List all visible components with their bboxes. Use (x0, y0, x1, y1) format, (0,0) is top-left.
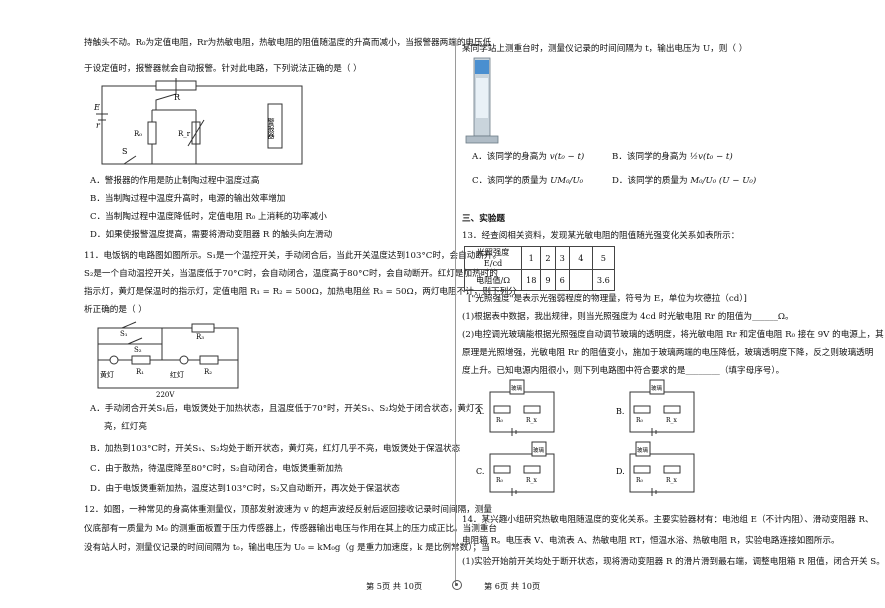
q10-line1: 持触头不动。R₀为定值电阻，Rr为热敏电阻，热敏电阻的阻值随温度的升高而减小，当… (84, 38, 492, 48)
q14-line3: (1)实验开始前开关均处于断开状态，现将滑动变阻器 R 的滑片滑到最右端，调整电… (462, 557, 885, 567)
q10-option-c: C．当制陶过程中温度降低时，定值电阻 R₀ 上消耗的功率减小 (90, 212, 327, 222)
table-row: 电阻值/Ω 18 9 6 3.6 (464, 269, 615, 292)
q10-option-d: D．如果使报警温度提高，需要将滑动变阻器 R 的触头向左滑动 (90, 230, 333, 240)
q13-part2-line2: 原理是光照增强，光敏电阻 Rr 的阻值变小，施加于玻璃两端的电压降低，玻璃透明度… (462, 348, 874, 358)
q10-label-R: R (174, 93, 181, 102)
q12-line2: 仪底部有一质量为 M₀ 的测重面板置于压力传感器上，传感器输出电压与作用在其上的… (84, 524, 498, 534)
q11-label-R2: R₂ (204, 368, 212, 376)
circuit-b-r0: R₀ (636, 417, 644, 424)
table-header-cell: 电阻值/Ω (464, 269, 522, 292)
q12-option-c: C．该同学的质量为 UM₀/U₀ (472, 176, 584, 186)
circuit-b-glass: 玻璃 (651, 384, 663, 392)
q11-option-d: D．由于电饭煲重新加热，温度达到103°C时，S₂又自动断开，再次处于保温状态 (90, 484, 400, 494)
q14-line1: 14．某兴趣小组研究热敏电阻随温度的变化关系。主要实验器材有：电池组 E（不计内… (462, 515, 874, 525)
circuit-b-rx: R_x (666, 417, 678, 424)
table-cell: 5 (591, 245, 615, 271)
section-3-heading: 三、实验题 (462, 214, 505, 224)
q11-label-S1: S₁ (120, 330, 128, 338)
q11-label-S2: S₂ (134, 346, 142, 354)
table-cell (568, 269, 593, 292)
q10-option-a: A．警报器的作用是防止制陶过程中温度过高 (90, 176, 260, 186)
q10-label-alarm: 警报器 (267, 117, 275, 140)
q10-label-S: S (122, 147, 127, 156)
q13-circuit-options: A. 玻璃 R₀ R_x B. 玻璃 R₀ R_x C. 玻璃 R₀ R_x D… (475, 379, 695, 496)
circuit-c-letter: C. (476, 467, 484, 476)
table-cell: 18 (520, 269, 542, 292)
q11-label-yellow-lamp: 黄灯 (100, 370, 114, 379)
table-cell: 4 (568, 245, 593, 271)
q11-option-c: C．由于散热，待温度降至80°C时，S₂自动闭合，电饭煲重新加热 (90, 464, 343, 474)
circuit-c-glass: 玻璃 (533, 446, 545, 454)
table-cell: 9 (540, 269, 556, 292)
page-divider (455, 38, 456, 586)
q14-line2: 电阻箱 R。电压表 V、电流表 A、热敏电阻 RT，恒温水浴、热敏电阻 R，实验… (462, 536, 840, 546)
q12-option-d: D．该同学的质量为 M₀/U₀ (U − U₀) (612, 176, 757, 186)
q11-label-R1: R₁ (136, 368, 144, 376)
table-header-cell: 光照强度 E/cd (464, 245, 522, 271)
circuit-a-rx: R_x (526, 417, 538, 424)
q10-line2: 于设定值时，报警器就会自动报警。针对此电路，下列说法正确的是（ ） (84, 64, 362, 74)
table-cell: 2 (540, 245, 556, 271)
q13-line1: 13．经查阅相关资料，发现某光敏电阻的阻值随光强变化关系如表所示： (462, 231, 740, 241)
q12-line3: 没有站人时，测量仪记录的时间间隔为 t₀，输出电压为 U₀ = kM₀g（g 是… (84, 543, 490, 553)
circuit-a-letter: A. (475, 407, 484, 416)
circuit-d-glass: 玻璃 (637, 446, 649, 454)
light-resistance-table: 光照强度 E/cd 1 2 3 4 5 电阻值/Ω 18 9 6 3.6 (464, 245, 615, 292)
circuit-d-r0: R₀ (636, 477, 644, 484)
q12-option-b: B．该同学的身高为 ½v(t₀ − t) (612, 152, 733, 162)
q13-part2-line1: (2)电控调光玻璃能根据光照强度自动调节玻璃的透明度，将光敏电阻 Rr 和定值电… (462, 330, 884, 340)
table-cell: 1 (520, 245, 542, 271)
q11-label-R3: R₃ (196, 333, 204, 341)
q11-option-a-cont: 亮，红灯亮 (104, 422, 147, 432)
q10-label-r: r (96, 121, 101, 130)
circuit-c-rx: R_x (526, 477, 538, 484)
q11-option-b: B．加热到103°C时，开关S₁、S₂均处于断开状态，黄灯亮，红灯几乎不亮，电饭… (90, 444, 461, 454)
q11-label-red-lamp: 红灯 (170, 370, 184, 379)
q12-continuation: 某同学站上测重台时，测量仪记录的时间间隔为 t，输出电压为 U，则（ ） (462, 44, 748, 54)
table-cell: 3.6 (591, 269, 615, 292)
height-weight-scale-image (465, 57, 499, 144)
q11-line2: S₂是一个自动温控开关，当温度低于70°C时，会自动闭合，温度高于80°C时，会… (84, 269, 498, 279)
center-seal-icon (452, 580, 462, 590)
q10-label-Rr: R_r (178, 130, 191, 138)
q11-line3: 指示灯，黄灯是保温时的指示灯，定值电阻 R₁ = R₂ = 500Ω，加热电阻丝… (84, 287, 517, 297)
left-page-footer: 第 5页 共 10页 (366, 581, 423, 591)
q11-option-a: A．手动闭合开关S₁后，电饭煲处于加热状态，且温度低于70°时，开关S₁、S₂均… (90, 404, 484, 414)
q10-circuit-figure: R E r S R₀ R_r 警报器 (93, 78, 303, 165)
table-cell: 3 (554, 245, 570, 271)
q11-line4: 析正确的是（ ） (84, 305, 147, 315)
q10-option-b: B．当制陶过程中温度升高时，电源的输出效率增加 (90, 194, 286, 204)
circuit-a-r0: R₀ (496, 417, 504, 424)
q13-note: ["光照强度"是表示光强弱程度的物理量，符号为 E，单位为坎德拉（cd）] (468, 294, 747, 304)
q13-part1: (1)根据表中数据，我出规律，则当光照强度为 4cd 时光敏电阻 Rr 的阻值为… (462, 312, 794, 322)
circuit-a-glass: 玻璃 (511, 384, 523, 392)
circuit-d-letter: D. (616, 467, 625, 476)
table-cell: 6 (554, 269, 570, 292)
q12-option-a: A．该同学的身高为 v(t₀ − t) (472, 152, 585, 162)
circuit-c-r0: R₀ (496, 477, 504, 484)
q10-label-R0: R₀ (134, 130, 142, 138)
q11-circuit-figure: S₁ S₂ R₃ R₁ R₂ 黄灯 红灯 220V (97, 321, 239, 399)
q13-part2-line3: 度上升。已知电源内阻很小，则下列电路图中符合要求的是________（填字母序号… (462, 366, 785, 376)
q10-label-E: E (93, 103, 100, 112)
q11-label-voltage: 220V (156, 391, 175, 399)
circuit-b-letter: B. (616, 407, 624, 416)
q11-line1: 11．电饭锅的电路图如图所示。S₁是一个温控开关，手动闭合后，当此开关温度达到1… (84, 251, 502, 261)
right-page-footer: 第 6页 共 10页 (484, 581, 541, 591)
table-row: 光照强度 E/cd 1 2 3 4 5 (464, 245, 615, 271)
circuit-d-rx: R_x (666, 477, 678, 484)
q12-line1: 12．如图，一种常见的身高体重测量仪，顶部发射波速为 v 的超声波经反射后返回接… (84, 505, 492, 515)
